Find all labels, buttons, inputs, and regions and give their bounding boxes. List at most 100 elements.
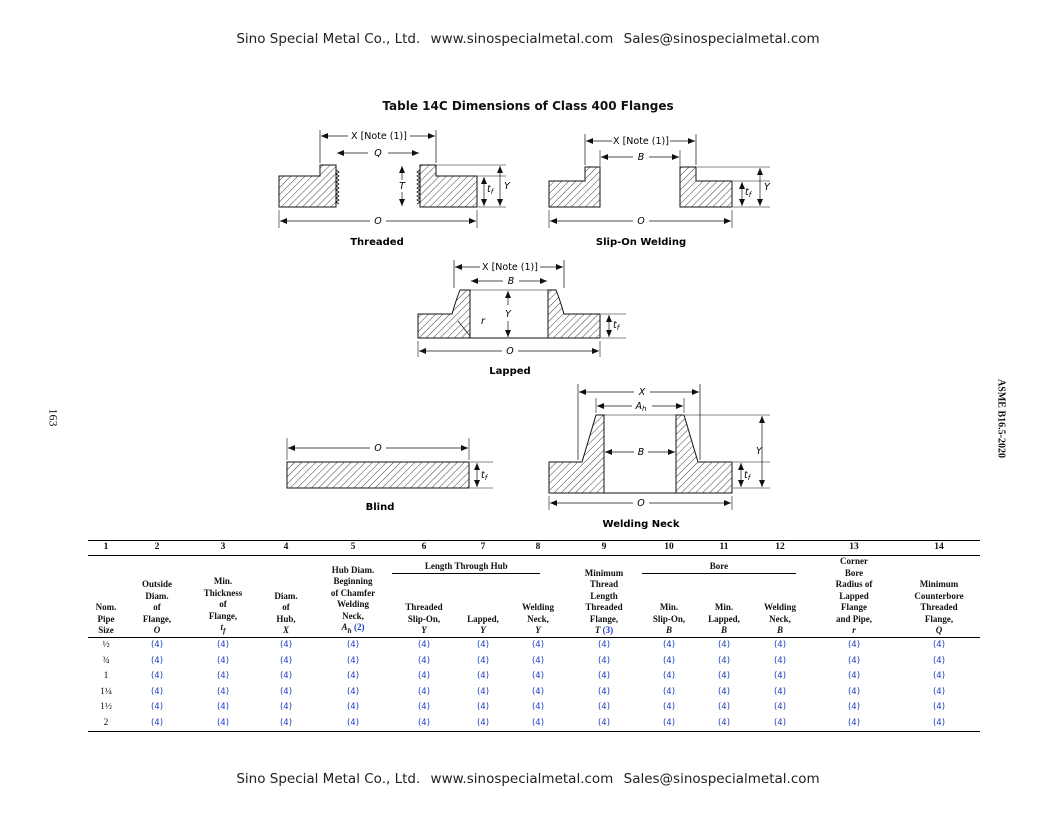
note-ref-cell[interactable]: (4): [458, 715, 508, 732]
header-website[interactable]: www.sinospecialmetal.com: [430, 31, 614, 47]
note-ref-cell[interactable]: (4): [150, 702, 164, 713]
note-ref-cell[interactable]: (4): [847, 671, 861, 682]
lapped-flange-figure: r X [Note (1)] B Y tf O Lapped: [417, 260, 626, 377]
note-ref-cell[interactable]: (4): [773, 686, 787, 697]
lapped-b-label: B: [508, 276, 515, 287]
col-num: 9: [568, 540, 640, 556]
note-ref-cell[interactable]: (4): [346, 655, 360, 666]
note-ref-cell[interactable]: (4): [847, 702, 861, 713]
threaded-caption: Threaded: [350, 237, 404, 248]
note-ref-cell[interactable]: (4): [531, 640, 545, 651]
note-ref-cell[interactable]: (4): [717, 655, 731, 666]
note-ref-cell[interactable]: (4): [279, 640, 293, 651]
note-ref-cell[interactable]: (4): [346, 686, 360, 697]
note-ref-cell[interactable]: (4): [279, 655, 293, 666]
table-row: 1(4)(4)(4)(4)(4)(4)(4)(4)(4)(4)(4)(4)(4): [88, 669, 980, 685]
note-ref-cell[interactable]: (4): [773, 702, 787, 713]
header-bore-lapped: Min.Lapped,B: [698, 555, 750, 638]
pipe-size-cell: ¾: [102, 655, 110, 666]
note-ref-cell[interactable]: (4): [417, 640, 431, 651]
note-ref-cell[interactable]: (4): [417, 655, 431, 666]
note-ref-cell[interactable]: (4): [216, 671, 230, 682]
note-ref-cell[interactable]: (4): [531, 671, 545, 682]
note-ref-cell[interactable]: (4): [216, 655, 230, 666]
note-ref-cell[interactable]: (4): [847, 655, 861, 666]
note-ref-cell[interactable]: (4): [932, 640, 946, 651]
note-ref-cell[interactable]: (4): [216, 686, 230, 697]
note-ref-cell[interactable]: (4): [417, 702, 431, 713]
note-ref-cell[interactable]: (4): [597, 655, 611, 666]
note-ref-cell[interactable]: (4): [417, 671, 431, 682]
header-company: Sino Special Metal Co., Ltd.: [236, 31, 421, 47]
note-ref-cell[interactable]: (4): [476, 671, 490, 682]
note-ref-cell[interactable]: (4): [597, 640, 611, 651]
table-row: ¾ (4) (4) (4) (4) (4) (4) (4) (4) (4) (4) (4) (4) (4): [88, 653, 980, 669]
note-ref-cell[interactable]: (4): [279, 702, 293, 713]
note-ref-cell[interactable]: (4): [216, 702, 230, 713]
note-ref-cell[interactable]: (4): [568, 715, 640, 732]
note-ref-cell[interactable]: (4): [597, 702, 611, 713]
note-ref-cell[interactable]: (4): [662, 640, 676, 651]
note-ref-cell[interactable]: (4): [662, 686, 676, 697]
note-ref-cell[interactable]: (4): [216, 640, 230, 651]
note-ref-cell[interactable]: (4): [346, 640, 360, 651]
note-ref-cell[interactable]: (4): [640, 715, 698, 732]
note-ref-cell[interactable]: (4): [773, 671, 787, 682]
note-ref-cell[interactable]: (4): [773, 655, 787, 666]
note-ref-cell[interactable]: (4): [932, 702, 946, 713]
note-ref-cell[interactable]: (4): [531, 655, 545, 666]
note-ref-cell[interactable]: (4): [717, 640, 731, 651]
note-ref-cell[interactable]: (4): [750, 715, 810, 732]
note-ref-cell[interactable]: (4): [597, 686, 611, 697]
threaded-o-label: O: [374, 216, 382, 227]
col-num: 7: [458, 540, 508, 556]
footer-email[interactable]: Sales@sinospecialmetal.com: [623, 771, 820, 787]
note-ref-cell[interactable]: (4): [531, 686, 545, 697]
note-ref-cell[interactable]: (4): [662, 702, 676, 713]
note-ref-cell[interactable]: (4): [390, 715, 458, 732]
note-ref-cell[interactable]: (4): [531, 702, 545, 713]
note-ref-cell[interactable]: (4): [279, 671, 293, 682]
note-ref-cell[interactable]: (4): [662, 655, 676, 666]
note-ref-cell[interactable]: (4): [346, 671, 360, 682]
note-ref-cell[interactable]: (4): [124, 715, 190, 732]
note-ref-cell[interactable]: (4): [932, 686, 946, 697]
blind-flange-figure: O tf Blind: [286, 438, 493, 513]
slipon-left-section: [548, 166, 601, 208]
header-email[interactable]: Sales@sinospecialmetal.com: [623, 31, 820, 47]
note-ref-cell[interactable]: (4): [150, 686, 164, 697]
note-ref-cell[interactable]: (4): [932, 655, 946, 666]
note-ref-cell[interactable]: (4): [662, 671, 676, 682]
footer-website[interactable]: www.sinospecialmetal.com: [430, 771, 614, 787]
note-ref-cell[interactable]: (4): [150, 640, 164, 651]
col-num: 12: [750, 540, 810, 556]
note-ref-cell[interactable]: (4): [773, 640, 787, 651]
note-ref-cell[interactable]: (4): [417, 686, 431, 697]
note-ref-cell[interactable]: (4): [476, 686, 490, 697]
note-ref-cell[interactable]: (4): [717, 702, 731, 713]
note-ref-cell[interactable]: (4): [256, 715, 316, 732]
note-ref-cell[interactable]: (4): [698, 715, 750, 732]
note-ref-cell[interactable]: (4): [508, 715, 568, 732]
note-ref-cell[interactable]: (4): [847, 640, 861, 651]
note-ref-cell[interactable]: (4): [150, 655, 164, 666]
note-ref-cell[interactable]: (4): [316, 715, 390, 732]
note-ref-cell[interactable]: (4): [597, 671, 611, 682]
note-ref-cell[interactable]: (4): [898, 715, 980, 732]
note-ref-cell[interactable]: (4): [279, 686, 293, 697]
note-ref-cell[interactable]: (4): [932, 671, 946, 682]
note-ref-cell[interactable]: (4): [810, 715, 898, 732]
note-ref-cell[interactable]: (4): [476, 655, 490, 666]
note-ref-cell[interactable]: (4): [717, 686, 731, 697]
note-ref-cell[interactable]: (4): [190, 715, 256, 732]
note-ref-cell[interactable]: (4): [346, 702, 360, 713]
note-ref-cell[interactable]: (4): [847, 686, 861, 697]
note-ref-cell[interactable]: (4): [476, 702, 490, 713]
lapped-y-label: Y: [505, 309, 512, 320]
note-ref-cell[interactable]: (4): [476, 640, 490, 651]
note-ref-cell[interactable]: (4): [717, 671, 731, 682]
note-ref-cell[interactable]: (4): [150, 671, 164, 682]
